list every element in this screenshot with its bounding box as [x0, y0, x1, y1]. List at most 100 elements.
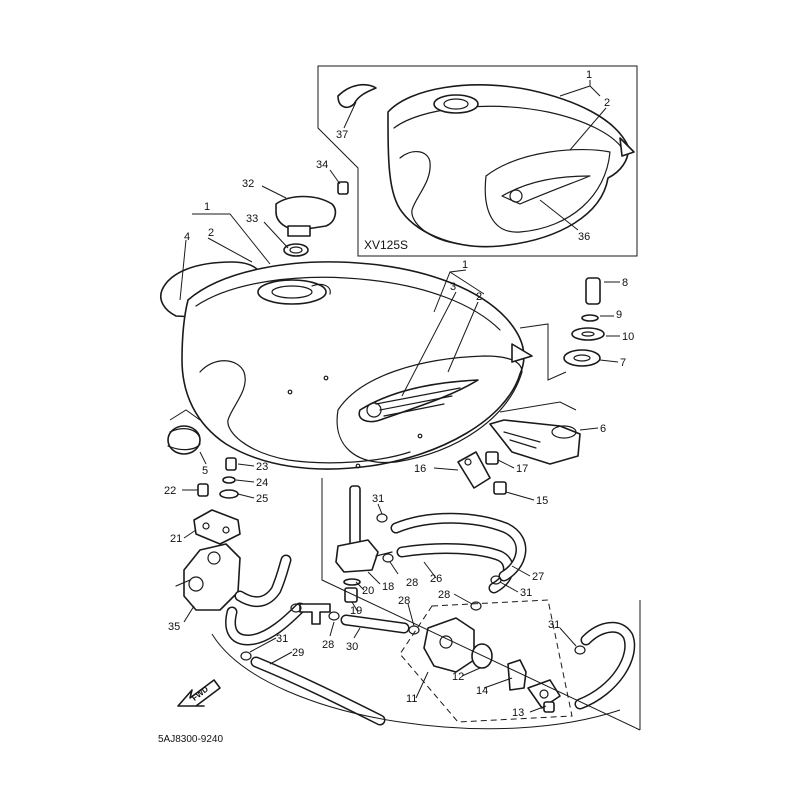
callout-26: 26 [430, 573, 442, 585]
callout-1: 1 [204, 201, 210, 213]
hose-clamp [382, 553, 394, 563]
leader-31-left [249, 637, 277, 653]
hose-27-inner [392, 514, 525, 580]
hose-right-loop-inner [576, 623, 634, 708]
fwd-arrow: FWD [177, 679, 221, 707]
callout-1: 1 [462, 259, 468, 271]
tank-emblem-center [366, 402, 382, 418]
fuel-cock-valve-18 [335, 539, 379, 573]
callout-1: 1 [586, 69, 592, 81]
front-left-parts [167, 425, 241, 545]
bracket-16 [457, 451, 491, 489]
leader-32 [261, 185, 287, 199]
callout-23: 23 [256, 461, 268, 473]
tank-top-seam [195, 276, 501, 331]
tank-cap-base [287, 225, 311, 237]
callout-32: 32 [242, 178, 254, 190]
callout-7: 7 [620, 357, 626, 369]
leader-17 [497, 459, 515, 469]
callout-20: 20 [362, 585, 374, 597]
leader-28-d [329, 621, 335, 637]
hose-clamp [574, 645, 586, 655]
callout-13: 13 [512, 707, 524, 719]
leader-3 [401, 291, 457, 397]
assembly-guide-lines [169, 323, 641, 731]
damper-7-hole [573, 354, 591, 362]
rear-guide-line [519, 323, 567, 381]
callout-6: 6 [600, 423, 606, 435]
inset-tank-rim [393, 105, 623, 149]
leader-14 [483, 677, 513, 689]
leader-2-main-left [207, 237, 253, 263]
leader-21 [183, 529, 197, 539]
callout-2: 2 [604, 97, 610, 109]
leader-33 [263, 221, 289, 249]
pump-dashed-box [399, 599, 573, 723]
cap-gasket-33 [283, 243, 309, 257]
main-fuel-tank [160, 261, 533, 470]
leader-34 [329, 169, 341, 185]
leader-13 [529, 705, 547, 713]
leader-23 [237, 463, 255, 467]
leader-30 [353, 627, 361, 639]
leader-29 [269, 651, 293, 665]
leader-31-mid [499, 581, 519, 593]
inset-tank-tube [399, 151, 461, 245]
fwd-arrow-icon [177, 679, 221, 707]
cap-screw-34 [337, 181, 349, 195]
tank-side-recess [336, 355, 523, 464]
valve-14 [507, 659, 527, 691]
callout-21: 21 [170, 533, 182, 545]
callout-22: 22 [164, 485, 176, 497]
pump-outlet [439, 635, 453, 649]
grommet-5-ridge [167, 428, 201, 451]
tank-cap-group [275, 181, 349, 257]
bolt-23 [225, 457, 237, 471]
tank-breather-tube [199, 360, 411, 464]
hose-clamp [490, 575, 502, 585]
callout-29: 29 [292, 647, 304, 659]
leader-28-c [407, 603, 415, 627]
fuel-tank-body [181, 261, 525, 470]
washer-10 [571, 327, 605, 341]
leader-36 [539, 199, 579, 231]
leader-26 [423, 561, 437, 579]
fuel-pump-body [423, 617, 475, 673]
pump-plate-hole [539, 689, 549, 699]
fuel-pump-assembly-11 [399, 599, 573, 723]
leader-15 [505, 491, 535, 501]
callout-28: 28 [398, 595, 410, 607]
tank-rear-bracket [511, 343, 533, 363]
leader-1-main-right [433, 269, 485, 313]
callout-8: 8 [622, 277, 628, 289]
callout-2: 2 [208, 227, 214, 239]
washer-9 [581, 314, 599, 322]
valve-spout [375, 551, 393, 557]
bracket-6-damper [551, 425, 577, 439]
tank-cap [275, 195, 337, 231]
inset-emblem-center [509, 189, 523, 203]
tank-filler-flange [311, 283, 331, 295]
o-ring-20 [343, 578, 361, 586]
fuel-cock-port [207, 551, 221, 565]
damper-7 [563, 349, 601, 367]
leader-20 [355, 581, 365, 591]
inset-fuel-tank [387, 84, 630, 248]
callout-12: 12 [452, 671, 464, 683]
callout-34: 34 [316, 159, 328, 171]
callout-15: 15 [536, 495, 548, 507]
pump-plate [527, 679, 561, 709]
inset-emblem-37 [337, 83, 377, 109]
callout-36: 36 [578, 231, 590, 243]
tank-rivet [355, 463, 361, 469]
right-guide-line [499, 401, 577, 413]
tank-filler-neck [257, 279, 327, 305]
inset-side-recess [484, 148, 611, 233]
washer-10-hole [581, 331, 595, 337]
hose-30-inner [342, 616, 408, 632]
callout-37: 37 [336, 129, 348, 141]
leader-1-inset [559, 80, 601, 97]
callout-14: 14 [476, 685, 488, 697]
hose-clamp [470, 601, 482, 611]
